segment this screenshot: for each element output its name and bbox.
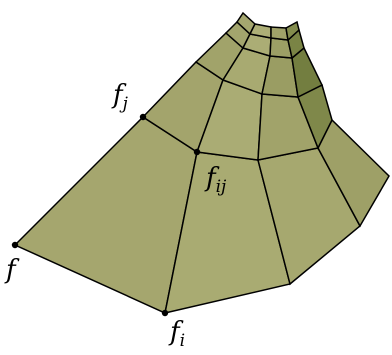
- label-fi: fi: [168, 317, 185, 350]
- vertex-fij: [193, 148, 201, 156]
- face-large-left: [13, 116, 198, 315]
- label-fj: fj: [111, 80, 129, 114]
- vertex-fj: [139, 113, 147, 121]
- vertex-f: [11, 241, 19, 249]
- label-f: f: [4, 255, 20, 285]
- vertex-fi: [161, 309, 169, 317]
- face-r5-d: [285, 20, 300, 42]
